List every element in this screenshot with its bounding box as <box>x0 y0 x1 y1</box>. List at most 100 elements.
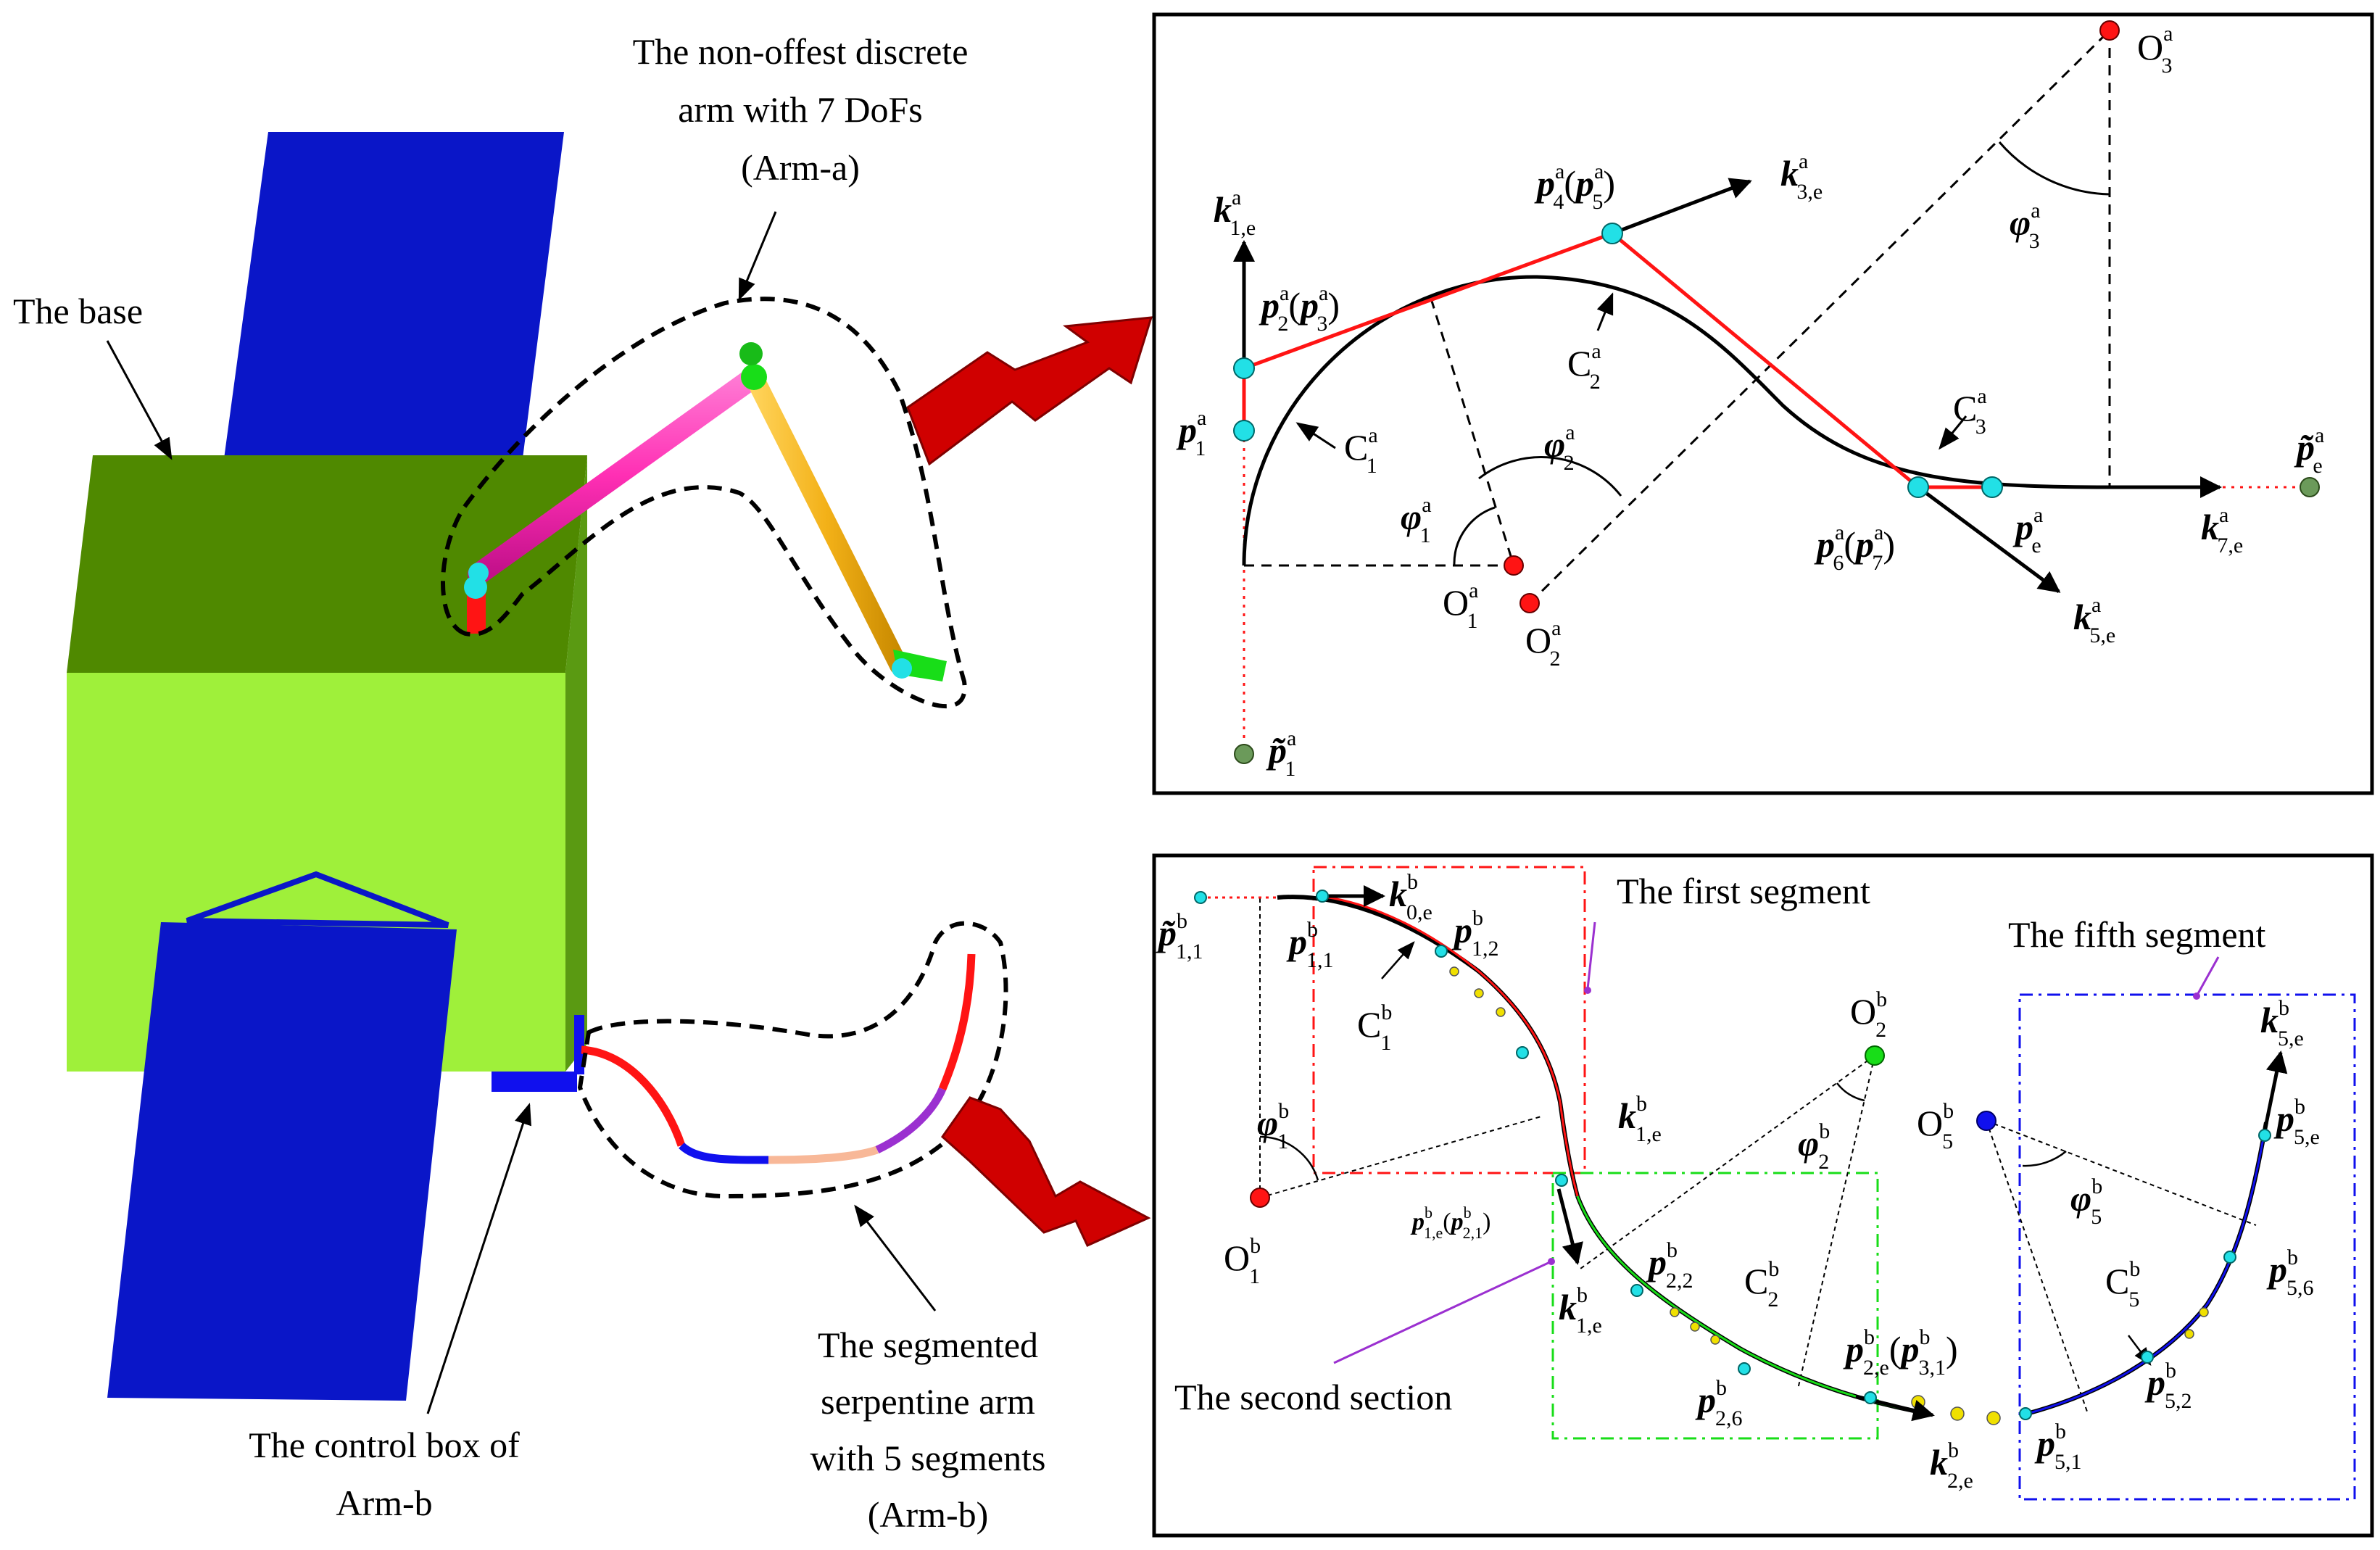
arm-b-joint-points <box>1194 890 2271 1420</box>
fifth-segment-callout-dot <box>2193 992 2200 1000</box>
k1e-vector <box>1556 1188 1583 1265</box>
arm-a-model <box>464 342 947 681</box>
control-box-pointer <box>426 1103 531 1414</box>
arm-a-angle-arcs <box>1453 141 2110 566</box>
arm-b-segment-1 <box>581 1045 686 1147</box>
p1-tilde-point <box>1234 744 1254 764</box>
arm-b-outline <box>577 921 1008 1199</box>
second-section-caption: The second section <box>1174 1377 1452 1417</box>
O2-point <box>1519 593 1540 613</box>
arm-b-caption-line1: The segmented <box>818 1325 1038 1365</box>
arm-a-construction-lines <box>1244 29 2111 605</box>
arm-a-continuum-curve <box>1242 275 2211 566</box>
arm-b-panel-frame <box>1152 853 2374 1538</box>
top-solar-panel <box>223 132 564 464</box>
base-pointer <box>106 340 173 460</box>
control-box-mount <box>574 1015 584 1074</box>
base-caption: The base <box>13 291 143 331</box>
arm-b-zoom-arrow <box>941 1096 1151 1247</box>
first-segment-caption: The first segment <box>1617 871 1870 911</box>
O3-point <box>2099 20 2120 41</box>
base-top-face <box>67 455 587 673</box>
arm-b-angle-arcs <box>1259 1082 2067 1181</box>
arm-b-segment-4 <box>875 1087 947 1153</box>
arm-a-zoom-arrow <box>906 316 1153 466</box>
pe-tilde-point <box>2300 477 2320 497</box>
arm-b-curve-segment-1-color <box>1319 895 1579 1197</box>
control-box-caption-line1: The control box of <box>249 1425 520 1465</box>
fifth-segment-caption: The fifth segment <box>2008 914 2266 955</box>
C2-pointer <box>1596 292 1614 331</box>
arm-b-segment-3 <box>768 1145 879 1164</box>
arm-b-construction-lines <box>1259 898 2257 1414</box>
first-segment-box <box>1312 866 1586 1174</box>
arm-a-joint <box>892 658 912 679</box>
arm-b-curve-segment-5-color <box>2026 1122 2268 1415</box>
C3-pointer <box>1939 415 1968 450</box>
p2-point <box>1233 357 1255 379</box>
b-O2-point <box>1865 1045 1885 1066</box>
arm-b-caption-line2: serpentine arm <box>821 1381 1035 1422</box>
arm-b-pointer <box>854 1204 937 1311</box>
arm-b-segment-2 <box>679 1142 769 1164</box>
arm-b-geometry-panel: The first segment The fifth segment The … <box>1152 853 2374 1538</box>
arm-a-caption-line1: The non-offest discrete <box>633 31 969 72</box>
arm-a-caption-line2: arm with 7 DoFs <box>678 89 923 130</box>
base-side-face <box>565 455 587 1072</box>
first-segment-callout <box>1586 921 1596 990</box>
fifth-segment-callout <box>2195 956 2220 997</box>
arm-a-link-1 <box>468 366 765 585</box>
bottom-solar-panel <box>107 922 457 1401</box>
arm-b-segment-5 <box>938 953 976 1091</box>
fifth-segment-box <box>2018 993 2356 1501</box>
arm-a-joint <box>468 563 489 583</box>
arm-b-caption-line4: (Arm-b) <box>868 1494 989 1535</box>
k3e-vector <box>1612 178 1752 236</box>
arm-b-model <box>581 953 976 1164</box>
p6-point <box>1907 476 1929 498</box>
b-C1-pointer <box>1381 941 1415 979</box>
arm-a-caption-line3: (Arm-a) <box>741 147 860 188</box>
arm-a-pointer <box>738 211 777 301</box>
spacecraft-illustration: The non-offest discrete arm with 7 DoFs … <box>13 31 1153 1535</box>
